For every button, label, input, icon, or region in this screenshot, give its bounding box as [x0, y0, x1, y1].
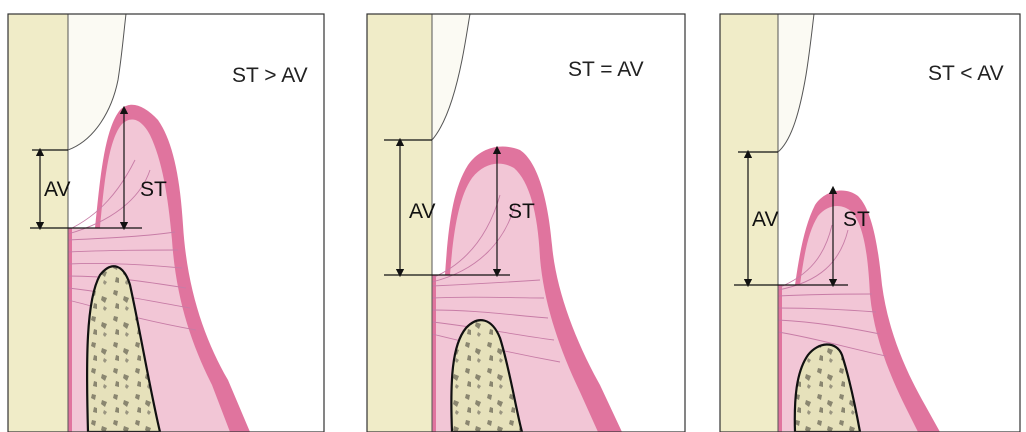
- panel-st-less-av: ST < AV AV ST: [720, 14, 1020, 432]
- av-label: AV: [752, 208, 778, 231]
- st-label: ST: [140, 178, 167, 201]
- enamel-crown: [432, 14, 470, 140]
- panel-st-equal-av: ST = AV AV ST: [367, 14, 685, 432]
- panel-title: ST > AV: [232, 64, 308, 87]
- panel-title: ST = AV: [568, 58, 644, 81]
- av-label: AV: [44, 178, 70, 201]
- av-label: AV: [409, 200, 435, 223]
- st-label: ST: [508, 200, 535, 223]
- enamel-crown: [778, 14, 814, 152]
- tooth-root: [8, 14, 68, 432]
- panel-title: ST < AV: [928, 62, 1004, 85]
- panel-st-greater-av: ST > AV AV ST: [8, 14, 324, 432]
- st-label: ST: [843, 208, 870, 231]
